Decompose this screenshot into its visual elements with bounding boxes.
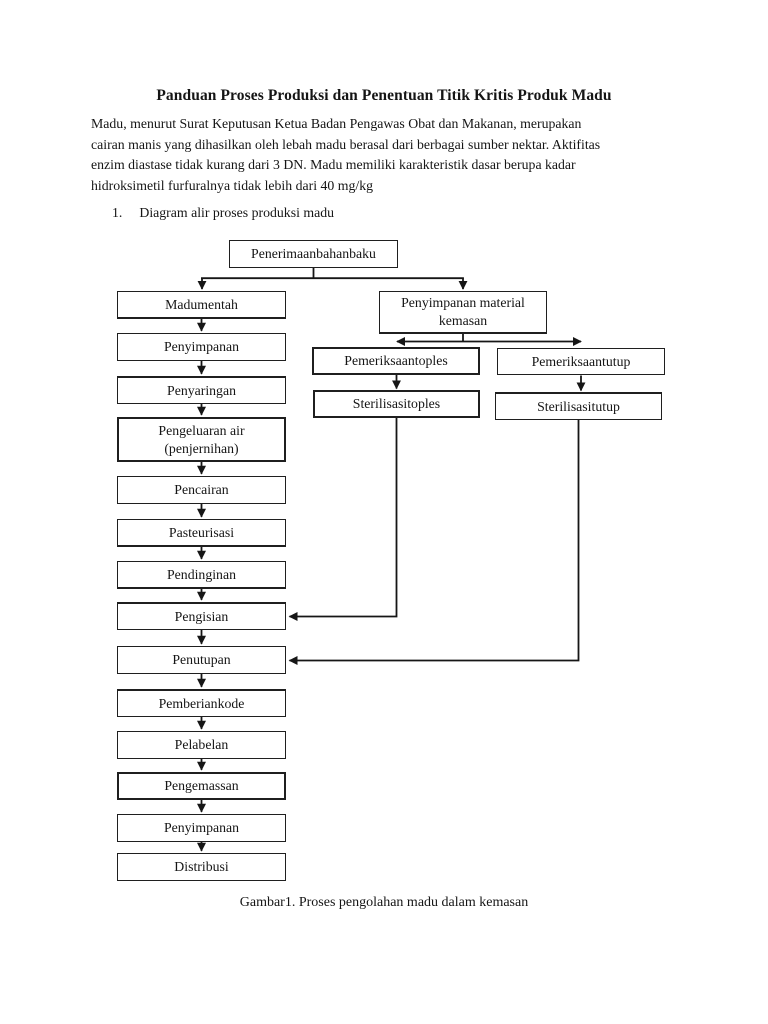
flow-node-pencairan: Pencairan xyxy=(117,476,286,504)
flow-node-sterilisasi-toples: Sterilisasitoples xyxy=(313,390,480,418)
flow-node-label: Penyimpanan material kemasan xyxy=(401,295,525,328)
flow-node-label: Madumentah xyxy=(165,296,238,312)
flow-node-label: Pasteurisasi xyxy=(168,524,235,540)
flow-node-pengisian: Pengisian xyxy=(117,602,286,630)
flow-node-label: Pengemassan xyxy=(164,778,239,794)
list-item-text: Diagram alir proses produksi madu xyxy=(139,205,335,220)
flow-node-penutupan: Penutupan xyxy=(117,646,286,674)
flow-node-penyaringan: Penyaringan xyxy=(117,376,286,404)
intro-line-3: enzim diastase tidak kurang dari 3 DN. M… xyxy=(91,157,576,173)
page-title: Panduan Proses Produksi dan Penentuan Ti… xyxy=(156,87,612,104)
flow-node-label: Pengisian xyxy=(174,608,229,624)
flow-node-pemberian-kode: Pemberiankode xyxy=(117,689,286,717)
flow-node-pengeluaran-air: Pengeluaran air (penjernihan) xyxy=(117,417,286,462)
flow-node-label: Penyaringan xyxy=(167,382,236,398)
flow-node-label: Distribusi xyxy=(174,859,229,875)
flow-node-label: Pemeriksaantoples xyxy=(344,353,448,369)
flow-node-distribusi: Distribusi xyxy=(117,853,286,881)
flow-node-sterilisasi-tutup: Sterilisasitutup xyxy=(495,392,662,420)
flow-node-pemeriksaan-tutup: Pemeriksaantutup xyxy=(497,348,665,375)
flow-node-label: Pemberiankode xyxy=(158,695,245,711)
flow-node-pasteurisasi: Pasteurisasi xyxy=(117,519,286,547)
flow-node-label: Penyimpanan xyxy=(163,820,240,836)
flow-node-madu-mentah: Madumentah xyxy=(117,291,286,319)
flow-node-penyimpanan-material-kemasan: Penyimpanan material kemasan xyxy=(379,291,547,334)
intro-line-2: cairan manis yang dihasilkan oleh lebah … xyxy=(91,136,601,152)
intro-paragraph: Madu, menurut Surat Keputusan Ketua Bada… xyxy=(91,116,691,198)
list-item-diagram-alir: 1. Diagram alir proses produksi madu xyxy=(112,205,334,221)
intro-line-4: hidroksimetil furfuralnya tidak lebih da… xyxy=(91,177,374,193)
flow-node-label: Pemeriksaantutup xyxy=(531,353,631,369)
flow-node-label: Penerimaanbahanbaku xyxy=(251,246,376,262)
flow-node-label: Penyimpanan xyxy=(163,339,240,355)
flow-node-label: Sterilisasitoples xyxy=(352,396,441,412)
list-item-number: 1. xyxy=(112,205,123,220)
figure-caption: Gambar1. Proses pengolahan madu dalam ke… xyxy=(239,895,529,910)
flow-node-label: Sterilisasitutup xyxy=(537,398,620,414)
flow-node-pendinginan: Pendinginan xyxy=(117,561,286,589)
flow-node-penyimpanan-1: Penyimpanan xyxy=(117,333,286,361)
intro-line-1: Madu, menurut Surat Keputusan Ketua Bada… xyxy=(91,116,582,131)
flow-node-pengemassan: Pengemassan xyxy=(117,772,286,800)
flow-node-pelabelan: Pelabelan xyxy=(117,731,286,759)
flow-node-label: Pendinginan xyxy=(167,566,236,582)
flow-node-penyimpanan-2: Penyimpanan xyxy=(117,814,286,842)
flow-node-label: Penutupan xyxy=(172,652,231,668)
flow-node-label: Pelabelan xyxy=(174,737,229,753)
flow-node-label: Pencairan xyxy=(174,482,229,498)
flow-node-label: Pengeluaran air (penjernihan) xyxy=(158,422,245,456)
flow-node-penerimaan-bahan-baku: Penerimaanbahanbaku xyxy=(229,240,398,268)
flow-node-pemeriksaan-toples: Pemeriksaantoples xyxy=(312,347,480,375)
